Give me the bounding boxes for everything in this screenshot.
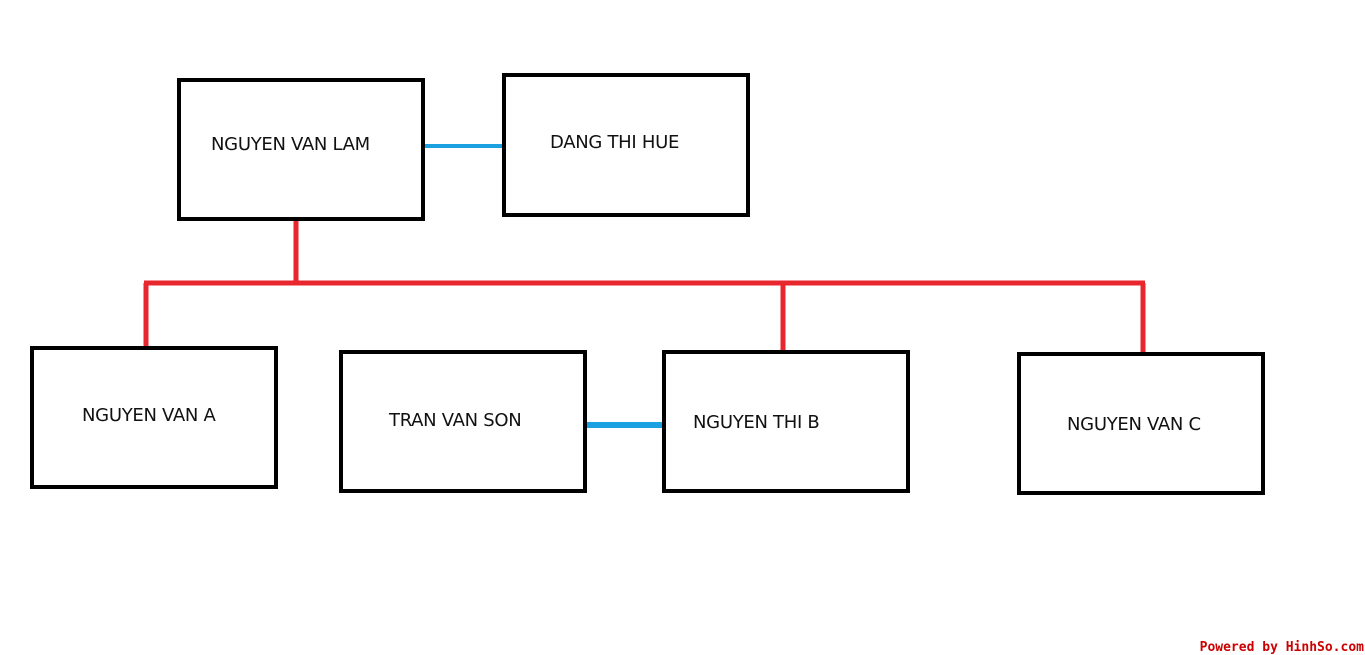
person-box-dang-thi-hue: DANG THI HUE — [502, 73, 750, 217]
person-box-nguyen-van-c: NGUYEN VAN C — [1017, 352, 1265, 495]
person-name-nguyen-thi-b: NGUYEN THI B — [693, 412, 820, 433]
person-box-nguyen-van-lam: NGUYEN VAN LAM — [177, 78, 425, 221]
person-name-nguyen-van-a: NGUYEN VAN A — [82, 405, 216, 426]
person-box-nguyen-van-a: NGUYEN VAN A — [30, 346, 278, 489]
person-name-tran-van-son: TRAN VAN SON — [389, 410, 522, 431]
person-box-tran-van-son: TRAN VAN SON — [339, 350, 587, 493]
person-name-nguyen-van-c: NGUYEN VAN C — [1067, 414, 1201, 435]
person-name-dang-thi-hue: DANG THI HUE — [550, 132, 680, 153]
watermark-text: Powered by HinhSo.com — [1199, 640, 1364, 655]
person-box-nguyen-thi-b: NGUYEN THI B — [662, 350, 910, 493]
person-name-nguyen-van-lam: NGUYEN VAN LAM — [211, 134, 370, 155]
